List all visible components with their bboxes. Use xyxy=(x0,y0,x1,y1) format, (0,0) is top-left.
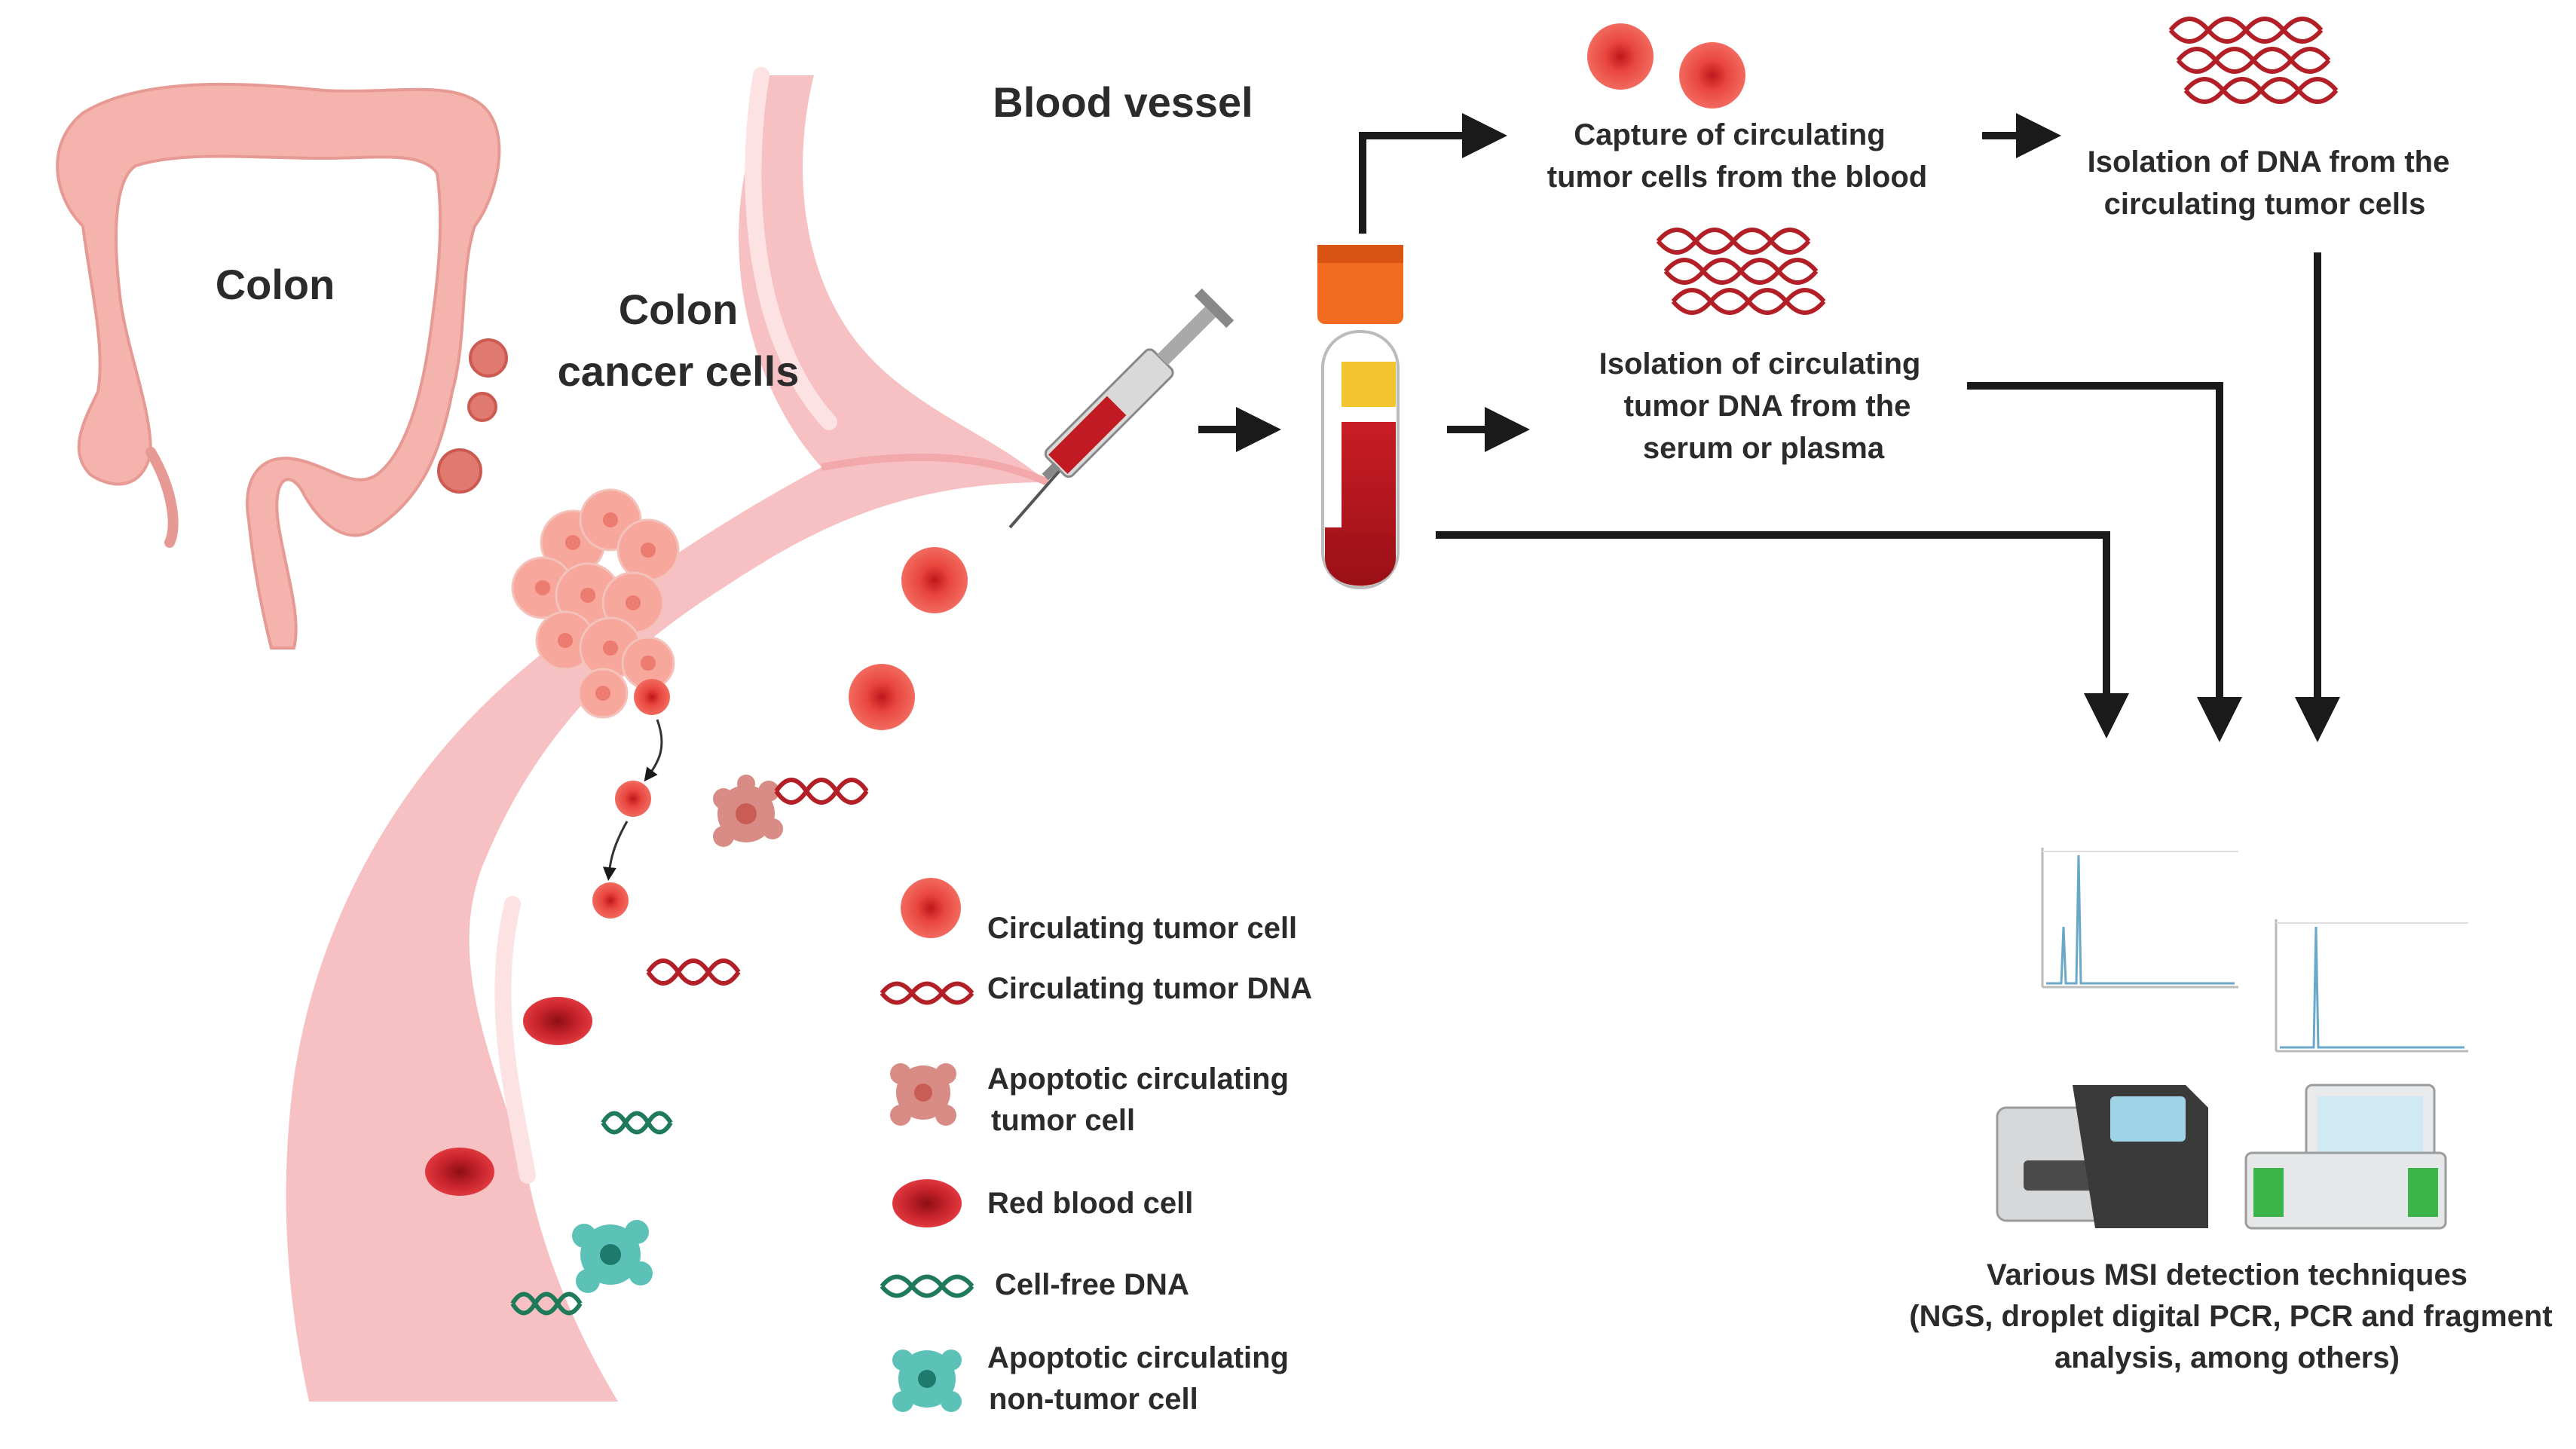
legend-ctdna-icon xyxy=(880,981,974,1005)
legend-apoptotic-tumor-label-line1: Apoptotic circulating xyxy=(987,1062,1289,1096)
step-msi-line3: analysis, among others) xyxy=(2054,1341,2400,1374)
label-colon: Colon xyxy=(216,261,335,308)
step-msi-line2: (NGS, droplet digital PCR, PCR and fragm… xyxy=(1909,1300,2552,1333)
vessel-contents xyxy=(425,547,968,1316)
legend-ctdna-label: Circulating tumor DNA xyxy=(987,972,1312,1005)
flow-arrows xyxy=(1198,113,2340,742)
step-ctdna-line2: tumor DNA from the xyxy=(1624,390,1911,423)
syringe xyxy=(1008,288,1234,529)
step-msi-line1: Various MSI detection techniques xyxy=(1987,1258,2467,1292)
label-colon-cancer-cells-line1: Colon xyxy=(619,286,739,333)
legend-cfdna-label: Cell-free DNA xyxy=(995,1268,1189,1301)
label-colon-cancer-cells-line2: cancer cells xyxy=(558,347,800,395)
dna-icon-middle xyxy=(1656,228,1826,315)
ctc-icons xyxy=(1587,23,1745,109)
electropherogram-1 xyxy=(2041,848,2238,989)
dna-icon-top xyxy=(2168,17,2339,104)
step-dna-from-ctc-line1: Isolation of DNA from the xyxy=(2088,145,2450,179)
step-dna-from-ctc-line2: circulating tumor cells xyxy=(2104,188,2426,221)
step-ctdna-line3: serum or plasma xyxy=(1643,432,1885,465)
colon-illustration xyxy=(56,82,508,650)
label-blood-vessel: Blood vessel xyxy=(993,78,1253,126)
legend-rbc-label: Red blood cell xyxy=(987,1187,1193,1220)
legend-cfdna-icon xyxy=(880,1274,974,1298)
blood-vessel xyxy=(286,67,1050,1402)
legend-ctc-label: Circulating tumor cell xyxy=(987,912,1297,945)
legend-apoptotic-tumor-label-line2: tumor cell xyxy=(991,1104,1135,1137)
electropherogram-2 xyxy=(2275,919,2468,1053)
legend-rbc-icon xyxy=(892,1179,962,1227)
tumor-cluster xyxy=(511,488,680,919)
pcr-instrument xyxy=(2244,1084,2447,1230)
legend-ctc-icon xyxy=(901,878,961,938)
step-ctc-capture-line2: tumor cells from the blood xyxy=(1547,160,1927,194)
sequencer-instrument xyxy=(1996,1085,2208,1228)
legend-apoptotic-nontumor-label-line2: non-tumor cell xyxy=(989,1383,1198,1416)
step-ctc-capture-line1: Capture of circulating xyxy=(1574,118,1885,151)
step-ctdna-line1: Isolation of circulating xyxy=(1599,347,1921,381)
blood-collection-tube xyxy=(1317,245,1403,589)
legend-icons xyxy=(880,878,974,1412)
legend-apoptotic-nontumor-label-line1: Apoptotic circulating xyxy=(987,1341,1289,1374)
legend-apoptotic-nontumor-icon xyxy=(892,1350,962,1412)
